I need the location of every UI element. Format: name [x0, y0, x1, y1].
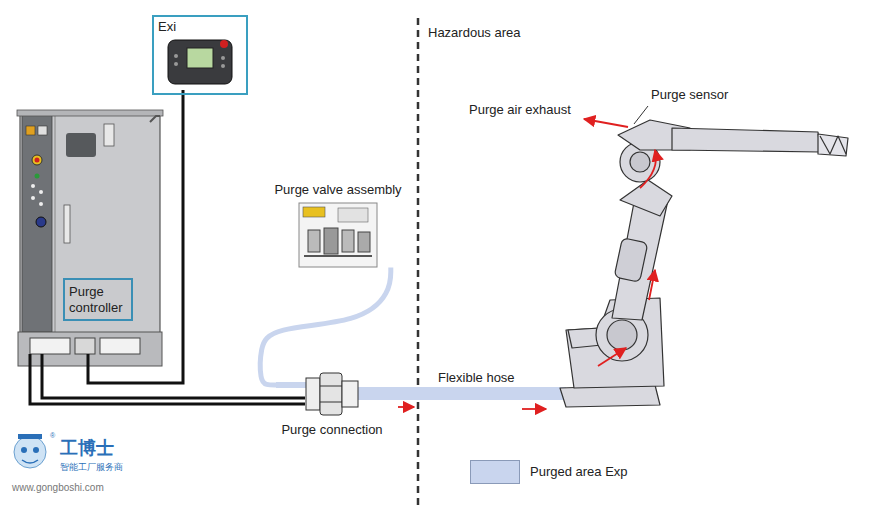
airflow-arrow: [398, 119, 656, 409]
node-label: Purge controller: [69, 284, 127, 315]
robot: [560, 120, 848, 407]
area-label: Hazardous area: [428, 25, 521, 41]
part-label: Purge sensor: [651, 87, 728, 103]
controller-box: Purge controller: [63, 278, 133, 321]
watermark: www.gongboshi.com: [12, 482, 104, 494]
flexible-hose: [356, 387, 566, 400]
leader-line: [634, 106, 648, 124]
watermark: 智能工厂服务商: [60, 462, 123, 473]
watermark: 工博士: [60, 438, 114, 460]
controller-cabinet: [17, 110, 163, 366]
valve-assembly: Purge valve assembly: [272, 182, 404, 268]
cable: [30, 90, 305, 404]
purge-hose: [260, 268, 390, 385]
watermark: ®: [50, 432, 55, 440]
node-label: Purge valve assembly: [272, 182, 404, 198]
legend-entry: Purged area Exp: [470, 460, 628, 484]
device-box: Exi: [152, 15, 248, 95]
watermark-logo: [14, 434, 46, 468]
part-label: Flexible hose: [438, 370, 515, 386]
purge-fitting: Purge connection: [276, 372, 388, 438]
hazard-boundary: [417, 18, 420, 507]
part-label: Purge air exhaust: [469, 102, 571, 118]
valve-picture: [298, 202, 378, 268]
teach-pendant: [168, 40, 232, 84]
legend-swatch: [470, 460, 520, 484]
legend-text: Purged area Exp: [530, 464, 628, 480]
node-label: Purge connection: [276, 422, 388, 438]
node-label: Exi: [158, 19, 242, 35]
fitting-picture: [276, 372, 388, 416]
